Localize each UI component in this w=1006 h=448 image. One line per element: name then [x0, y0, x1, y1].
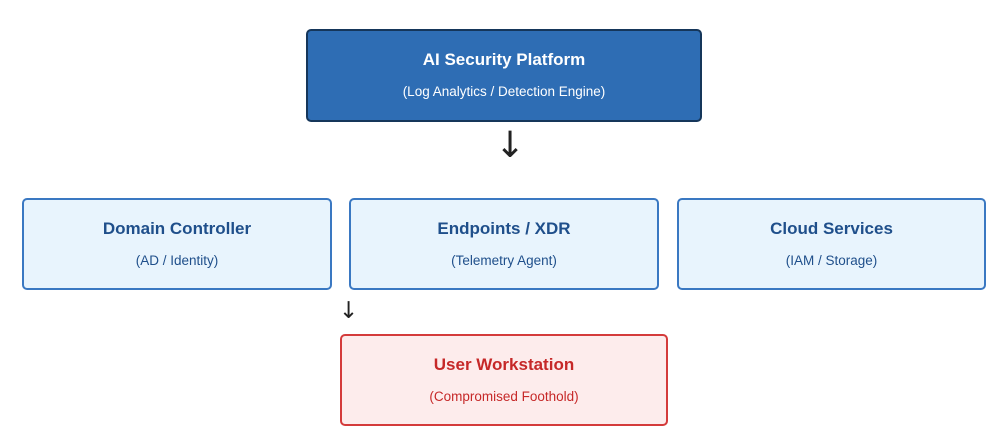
- platform-subtitle: (Log Analytics / Detection Engine): [402, 83, 606, 99]
- user-workstation-node: User Workstation (Compromised Foothold): [340, 334, 668, 426]
- cloud-services-node: Cloud Services (IAM / Storage): [677, 198, 986, 290]
- ai-security-platform-node: AI Security Platform (Log Analytics / De…: [306, 29, 702, 122]
- workstation-title: User Workstation: [433, 355, 575, 374]
- node-subtitle: (IAM / Storage): [785, 253, 878, 268]
- node-title: Cloud Services: [770, 219, 893, 238]
- workstation-subtitle: (Compromised Foothold): [429, 389, 579, 404]
- domain-controller-node: Domain Controller (AD / Identity): [22, 198, 332, 290]
- node-title: Domain Controller: [102, 219, 252, 238]
- down-arrow-icon: ↓: [495, 125, 526, 166]
- endpoints-xdr-node: Endpoints / XDR (Telemetry Agent): [349, 198, 659, 290]
- node-subtitle: (AD / Identity): [135, 253, 219, 268]
- node-subtitle: (Telemetry Agent): [451, 253, 557, 268]
- node-title: Endpoints / XDR: [437, 219, 571, 238]
- platform-title: AI Security Platform: [422, 49, 586, 69]
- down-arrow-icon: ↓: [339, 298, 359, 324]
